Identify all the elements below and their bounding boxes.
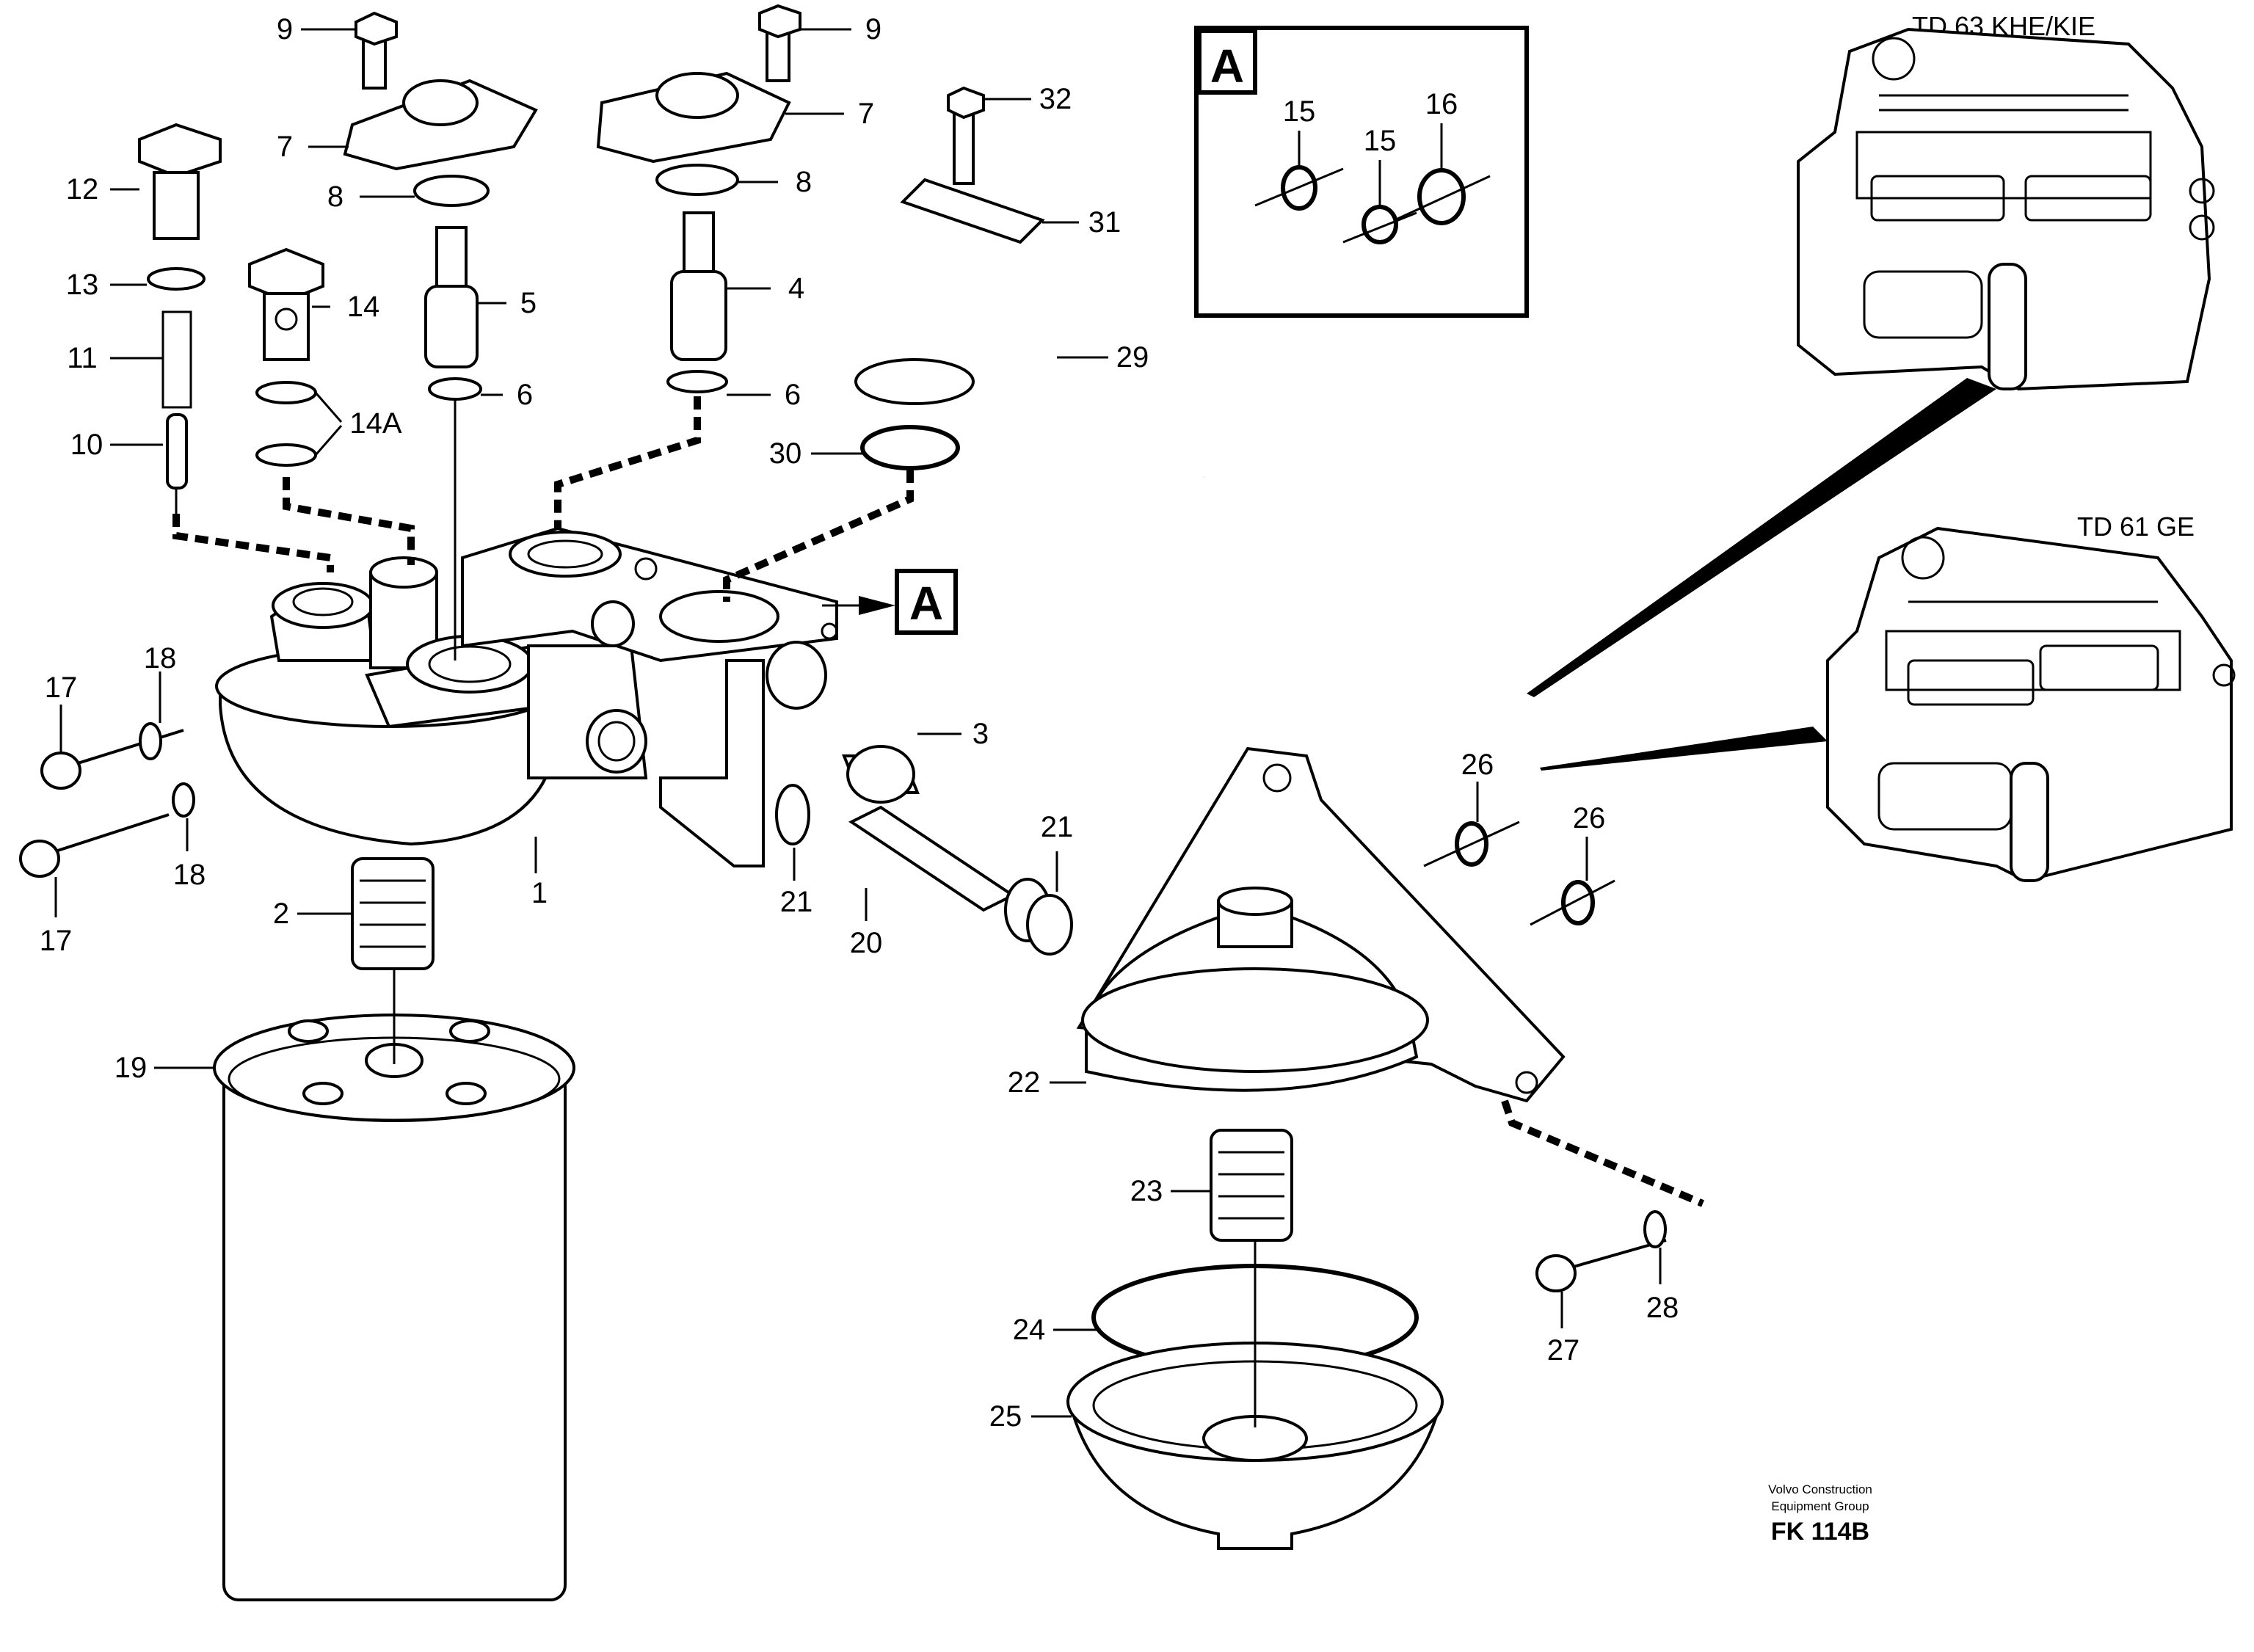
- nipple-2: [351, 857, 435, 970]
- callout-11: 11: [67, 342, 98, 374]
- callout-24: 24: [1013, 1314, 1046, 1346]
- callout-17a: 17: [45, 672, 78, 704]
- callout-7a: 7: [277, 131, 293, 163]
- engine-thumbnail-td61: TD 61 GE: [1826, 512, 2236, 883]
- callout-29: 29: [1116, 341, 1149, 374]
- callout-21a: 21: [780, 886, 813, 918]
- callout-12: 12: [66, 173, 99, 205]
- callout-7b: 7: [858, 98, 874, 130]
- cover-group-right: [554, 4, 801, 528]
- oil-filter-19: [213, 969, 575, 1601]
- callout-18b: 18: [173, 859, 206, 891]
- callout-1: 1: [531, 877, 548, 909]
- callout-9b: 9: [865, 13, 881, 46]
- tube-assembly: [775, 745, 1073, 956]
- callout-5: 5: [520, 287, 537, 319]
- valve-assembly-left: [138, 123, 334, 572]
- callout-14: 14: [347, 291, 380, 323]
- centrifuge-housing-22: [1076, 746, 1704, 1207]
- callout-20: 20: [850, 927, 883, 959]
- callout-22: 22: [1008, 1066, 1041, 1099]
- callout-6b: 6: [785, 379, 801, 411]
- callout-14a: 14A: [349, 407, 401, 440]
- callout-26a: 26: [1461, 749, 1494, 781]
- footer-drawing-code: FK 114B: [1771, 1518, 1869, 1546]
- callout-4: 4: [788, 272, 804, 305]
- footer: Volvo Construction Equipment Group FK 11…: [1768, 1482, 1872, 1546]
- callout-17b: 17: [40, 925, 73, 957]
- engine-label-td61: TD 61 GE: [2077, 512, 2195, 542]
- detail-callout-15b: 15: [1364, 125, 1397, 157]
- callout-23: 23: [1130, 1175, 1163, 1207]
- callout-31: 31: [1088, 206, 1121, 239]
- detail-callout-15a: 15: [1283, 95, 1316, 128]
- centrifuge-lower: [1066, 1129, 1444, 1550]
- bolts-17-18: [19, 722, 195, 878]
- engine-thumbnail-td63: TD 63 KHE/KIE: [1797, 11, 2215, 391]
- callout-3: 3: [973, 718, 989, 750]
- detail-marker-a: A: [822, 569, 958, 635]
- footer-company-line2: Equipment Group: [1771, 1499, 1869, 1513]
- callout-8a: 8: [327, 181, 343, 213]
- callout-26b: 26: [1573, 802, 1606, 834]
- detail-box-letter: A: [1210, 40, 1244, 92]
- callout-labels: 1 2 3 4 5 6 6 7 7 8 8 9 9: [40, 13, 1679, 1433]
- o-rings-26-and-bolt-27: [1423, 820, 1667, 1292]
- detail-marker-letter: A: [909, 577, 943, 630]
- detail-callout-16: 16: [1425, 88, 1458, 120]
- callout-2: 2: [273, 898, 289, 930]
- cover-group-left: [343, 11, 538, 661]
- filter-housing: [215, 526, 838, 867]
- callout-27: 27: [1547, 1334, 1580, 1367]
- callout-10: 10: [70, 429, 103, 461]
- callout-13: 13: [66, 269, 99, 301]
- callout-21b: 21: [1041, 811, 1074, 843]
- callout-19: 19: [114, 1052, 148, 1084]
- detail-box-a: A 15 15 16: [1194, 26, 1529, 318]
- callout-6a: 6: [517, 379, 533, 411]
- hose-29: [723, 281, 1215, 602]
- callout-18a: 18: [144, 642, 177, 674]
- callout-28: 28: [1646, 1292, 1679, 1324]
- plate-31-bolt-32: [900, 86, 1045, 244]
- o-ring-16: [1417, 168, 1466, 225]
- callout-32: 32: [1039, 83, 1072, 115]
- callout-25: 25: [989, 1400, 1022, 1433]
- callout-30: 30: [769, 437, 802, 470]
- callout-8b: 8: [796, 166, 812, 198]
- o-ring-15b: [1362, 205, 1398, 244]
- callout-9a: 9: [277, 13, 293, 46]
- pointer-to-td61: [1540, 727, 1828, 771]
- footer-company-line1: Volvo Construction: [1768, 1482, 1872, 1496]
- pointer-to-td63: [1527, 378, 1996, 697]
